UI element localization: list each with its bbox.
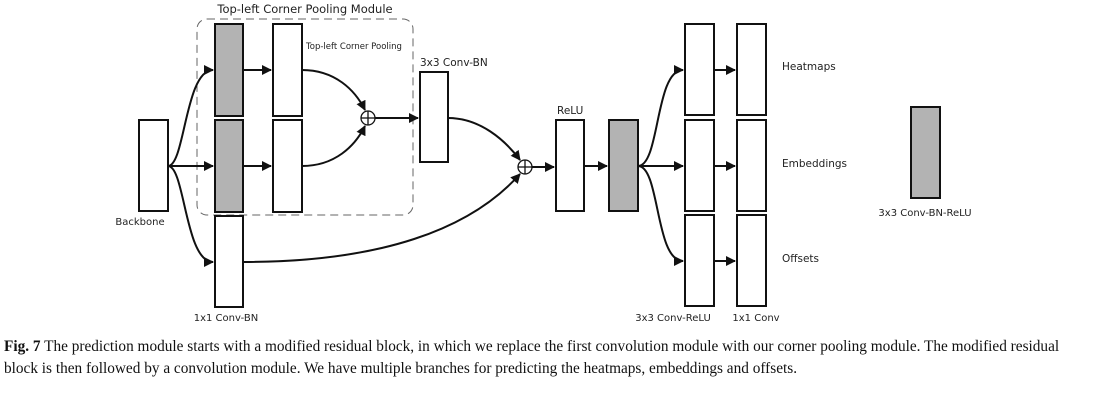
sum-node-pooling bbox=[360, 110, 376, 126]
arrow-conv3x3-to-sum bbox=[447, 117, 521, 161]
heatmaps-conv3x3-relu-block bbox=[684, 23, 715, 116]
arrow-pool-top-to-sum bbox=[301, 69, 366, 111]
arrow-backbone-to-conv1x1 bbox=[167, 165, 214, 267]
conv1x1-label: 1x1 Conv bbox=[732, 313, 779, 324]
heatmaps-label: Heatmaps bbox=[782, 61, 836, 73]
conv3x3-bn-label: 3x3 Conv-BN bbox=[420, 57, 488, 69]
conv1x1-bn-label: 1x1 Conv-BN bbox=[194, 313, 259, 324]
conv1x1-bn-block bbox=[214, 215, 244, 308]
arrow-pool-bottom-to-sum bbox=[301, 125, 366, 167]
legend-gray-block bbox=[910, 106, 941, 199]
backbone-block bbox=[138, 119, 169, 212]
caption-label: Fig. 7 bbox=[4, 338, 41, 355]
arrow-gray-to-heatmaps bbox=[637, 65, 684, 167]
conv-bn-relu-block-mid bbox=[608, 119, 639, 212]
relu-label: ReLU bbox=[557, 105, 583, 117]
heatmaps-conv1x1-block bbox=[736, 23, 767, 116]
figure-caption: Fig. 7 The prediction module starts with… bbox=[4, 336, 1090, 380]
conv3x3-relu-label: 3x3 Conv-ReLU bbox=[635, 313, 711, 324]
pooling-block-bottom bbox=[272, 119, 303, 213]
arrow-backbone-to-top bbox=[167, 65, 214, 167]
conv-bn-relu-block-bottom bbox=[214, 119, 244, 213]
pooling-block-top bbox=[272, 23, 303, 117]
offsets-conv1x1-block bbox=[736, 214, 767, 307]
sum-node-residual bbox=[517, 159, 533, 175]
embeddings-conv3x3-relu-block bbox=[684, 119, 715, 212]
legend-label: 3x3 Conv-BN-ReLU bbox=[878, 208, 971, 219]
arrow-gray-to-offsets bbox=[637, 165, 684, 266]
pooling-label: Top-left Corner Pooling bbox=[305, 42, 402, 52]
offsets-conv3x3-relu-block bbox=[684, 214, 715, 307]
relu-block bbox=[555, 119, 585, 212]
backbone-label: Backbone bbox=[115, 217, 164, 228]
offsets-label: Offsets bbox=[782, 253, 819, 265]
embeddings-label: Embeddings bbox=[782, 158, 847, 170]
arrow-conv1x1-to-sum bbox=[242, 173, 521, 263]
conv3x3-bn-block bbox=[419, 71, 449, 163]
caption-text: The prediction module starts with a modi… bbox=[4, 338, 1060, 377]
embeddings-conv1x1-block bbox=[736, 119, 767, 212]
module-title: Top-left Corner Pooling Module bbox=[216, 2, 392, 16]
conv-bn-relu-block-top bbox=[214, 23, 244, 117]
prediction-module-diagram: Top-left Corner Pooling Module Top-left … bbox=[115, 2, 971, 324]
